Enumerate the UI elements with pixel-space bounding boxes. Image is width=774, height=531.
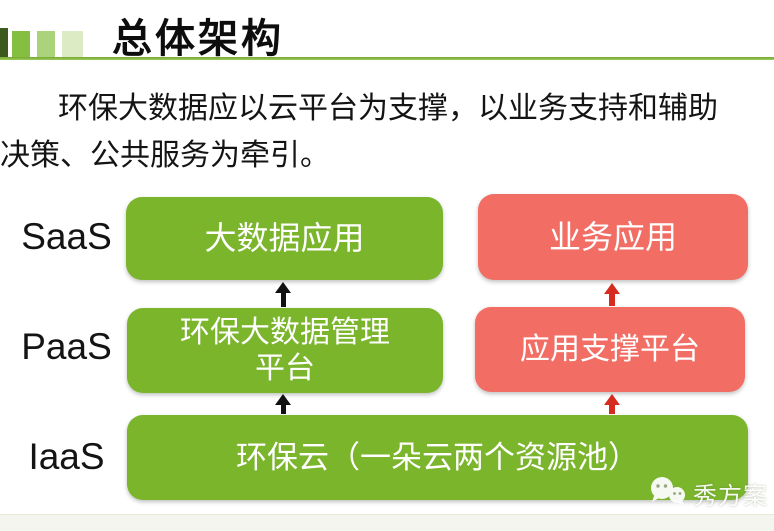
watermark: 秀方案 <box>648 476 768 511</box>
layer-label-saas: SaaS <box>21 216 112 257</box>
arrow-head <box>275 282 291 293</box>
header-square-dark <box>12 31 30 58</box>
arrow-stem <box>609 405 615 414</box>
arrow-stem <box>609 294 615 306</box>
box-application-support-platform: 应用支撑平台 <box>475 307 745 392</box>
layer-label-iaas: IaaS <box>28 436 105 477</box>
arrow-head <box>275 394 291 405</box>
arrow-stem <box>280 405 286 414</box>
header-underline <box>0 57 774 60</box>
box-environmental-cloud: 环保云（一朵云两个资源池） <box>127 415 748 500</box>
up-arrow-icon-iaas-to-paas-green <box>275 394 291 414</box>
wechat-icon <box>648 476 688 511</box>
watermark-brand-text: 秀方案 <box>693 483 768 510</box>
up-arrow-icon-iaas-to-paas-red <box>604 394 620 414</box>
box-bigdata-management-platform: 环保大数据管理 平台 <box>127 308 443 393</box>
box-bigdata-application: 大数据应用 <box>126 197 443 280</box>
arrow-head <box>604 283 620 294</box>
header-square-medium <box>37 31 55 58</box>
header-accent-bar <box>0 28 8 58</box>
layer-label-paas: PaaS <box>21 326 112 367</box>
page-title: 总体架构 <box>112 17 284 61</box>
box-business-application: 业务应用 <box>478 194 748 280</box>
arrow-head <box>604 394 620 405</box>
bottom-band <box>0 514 774 531</box>
intro-text: 环保大数据应以云平台为支撑，以业务支持和辅助 决策、公共服务为牵引。 <box>0 92 718 172</box>
up-arrow-icon-paas-to-saas-red <box>604 283 620 306</box>
header-square-light <box>62 31 83 58</box>
up-arrow-icon-paas-to-saas-green <box>275 282 291 307</box>
arrow-stem <box>280 293 286 307</box>
